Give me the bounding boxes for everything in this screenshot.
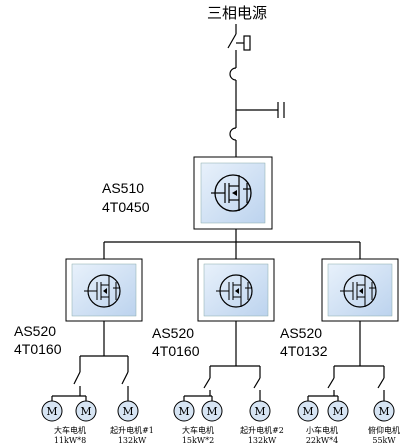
motor-1-name: 大车电机 xyxy=(54,425,86,435)
motor-3-name: 大车电机 xyxy=(182,425,214,435)
motor-5b-letter: M xyxy=(332,405,343,418)
sub-drive-box-2 xyxy=(197,258,275,322)
motor-5-name: 小车电机 xyxy=(306,425,338,435)
fuse-symbol xyxy=(243,35,251,51)
motor-symbol-3b: M xyxy=(201,400,223,422)
reactor-2 xyxy=(229,127,237,141)
motor-4-rating: 132kW xyxy=(248,436,277,445)
motor-3b-letter: M xyxy=(206,405,217,418)
diagram-title: 三相电源 xyxy=(207,4,267,22)
motor-2-letter: M xyxy=(122,405,133,418)
main-drive-box xyxy=(193,156,273,230)
motor-3-rating: 15kW*2 xyxy=(182,436,214,445)
motor-symbol-4: M xyxy=(249,400,271,422)
sub-drive-2-code: 4T0160 xyxy=(152,343,200,359)
sub-drive-3-code: 4T0132 xyxy=(280,343,328,359)
main-drive-model: AS510 xyxy=(102,180,144,196)
sub-drive-box-1 xyxy=(65,258,143,322)
main-drive-code: 4T0450 xyxy=(102,199,150,215)
group-3-wiring xyxy=(307,321,385,401)
motor-6-name: 俯仰电机 xyxy=(368,425,400,435)
motor-symbol-5a: M xyxy=(297,400,319,422)
motor-1-rating: 11kW*8 xyxy=(54,436,86,445)
motor-6-rating: 55kW xyxy=(372,436,396,445)
motor-6-letter: M xyxy=(378,405,389,418)
sub-drive-box-3 xyxy=(321,258,399,322)
motor-1b-letter: M xyxy=(80,405,91,418)
motor-symbol-5b: M xyxy=(327,400,349,422)
motor-symbol-6: M xyxy=(373,400,395,422)
motor-4-name: 起升电机#2 xyxy=(240,425,284,435)
motor-symbol-1b: M xyxy=(75,400,97,422)
motor-symbol-1a: M xyxy=(41,400,63,422)
motor-2-rating: 132kW xyxy=(118,436,147,445)
sub-drive-1-model: AS520 xyxy=(14,323,56,339)
motor-3a-letter: M xyxy=(178,405,189,418)
breaker-switch xyxy=(227,33,237,49)
motor-1a-letter: M xyxy=(46,405,57,418)
group-2-wiring xyxy=(183,321,261,401)
motor-5-rating: 22kW*4 xyxy=(306,436,338,445)
motor-symbol-2: M xyxy=(117,400,139,422)
group-1-wiring xyxy=(51,321,129,401)
motor-2-name: 起升电机#1 xyxy=(110,425,154,435)
motor-5a-letter: M xyxy=(302,405,313,418)
main-feeder xyxy=(227,24,285,157)
sub-drive-1-code: 4T0160 xyxy=(14,341,62,357)
motor-4-letter: M xyxy=(254,405,265,418)
reactor-1 xyxy=(229,67,237,81)
motor-symbol-3a: M xyxy=(173,400,195,422)
sub-drive-3-model: AS520 xyxy=(280,325,322,341)
sub-drive-2-model: AS520 xyxy=(152,325,194,341)
